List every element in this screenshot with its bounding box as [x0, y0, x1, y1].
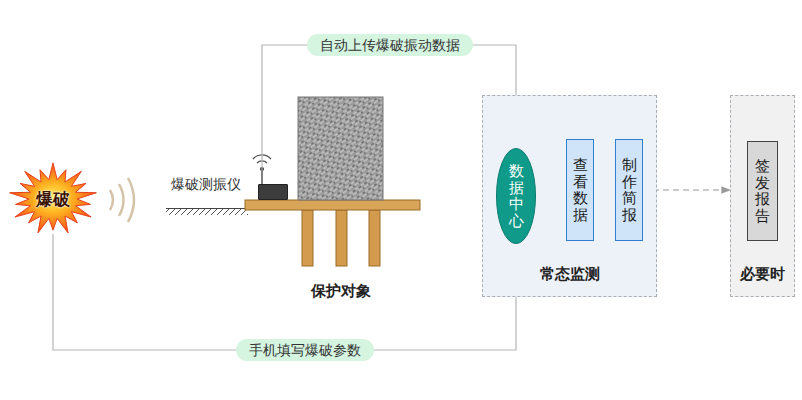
device-label: 爆破测振仪	[171, 176, 241, 194]
connector	[53, 234, 516, 350]
process-box: 制作简报	[615, 139, 643, 241]
data-center-oval: 数据中心	[496, 148, 536, 244]
object-label: 保护对象	[268, 282, 413, 301]
explosion-node: 爆破	[12, 164, 94, 234]
group-region: 必要时签发报告	[730, 95, 795, 297]
protected-building	[298, 97, 383, 200]
node-label: 数据中心	[509, 163, 524, 229]
sound-wave	[119, 184, 124, 216]
pile-cap	[245, 200, 420, 210]
burst-label: 爆破	[36, 188, 70, 211]
ground-hatch	[166, 209, 248, 215]
ground-line	[166, 208, 250, 209]
region-title: 必要时	[731, 265, 794, 284]
node-label: 查看数据	[573, 157, 588, 223]
pile	[302, 210, 313, 266]
group-region: 常态监测 数据中心 查看数据 制作简报	[482, 95, 657, 297]
vibration-meter: 爆破测振仪	[258, 184, 288, 200]
process-box: 查看数据	[566, 139, 594, 241]
burst-layer	[10, 163, 97, 233]
sound-wave	[110, 190, 113, 210]
explosion-burst	[10, 163, 97, 233]
pile	[336, 210, 347, 266]
connector	[262, 45, 516, 184]
edge-label: 手机填写爆破参数	[236, 339, 374, 361]
node-label: 制作简报	[622, 157, 637, 223]
node-label: 签发报告	[755, 158, 770, 224]
process-box: 签发报告	[747, 141, 778, 241]
sound-wave	[128, 178, 134, 222]
protected-object: 保护对象	[298, 97, 383, 200]
edge-label: 自动上传爆破振动数据	[307, 34, 473, 56]
oval-shape	[497, 149, 536, 244]
pile	[369, 210, 380, 266]
region-title: 常态监测	[483, 265, 656, 284]
